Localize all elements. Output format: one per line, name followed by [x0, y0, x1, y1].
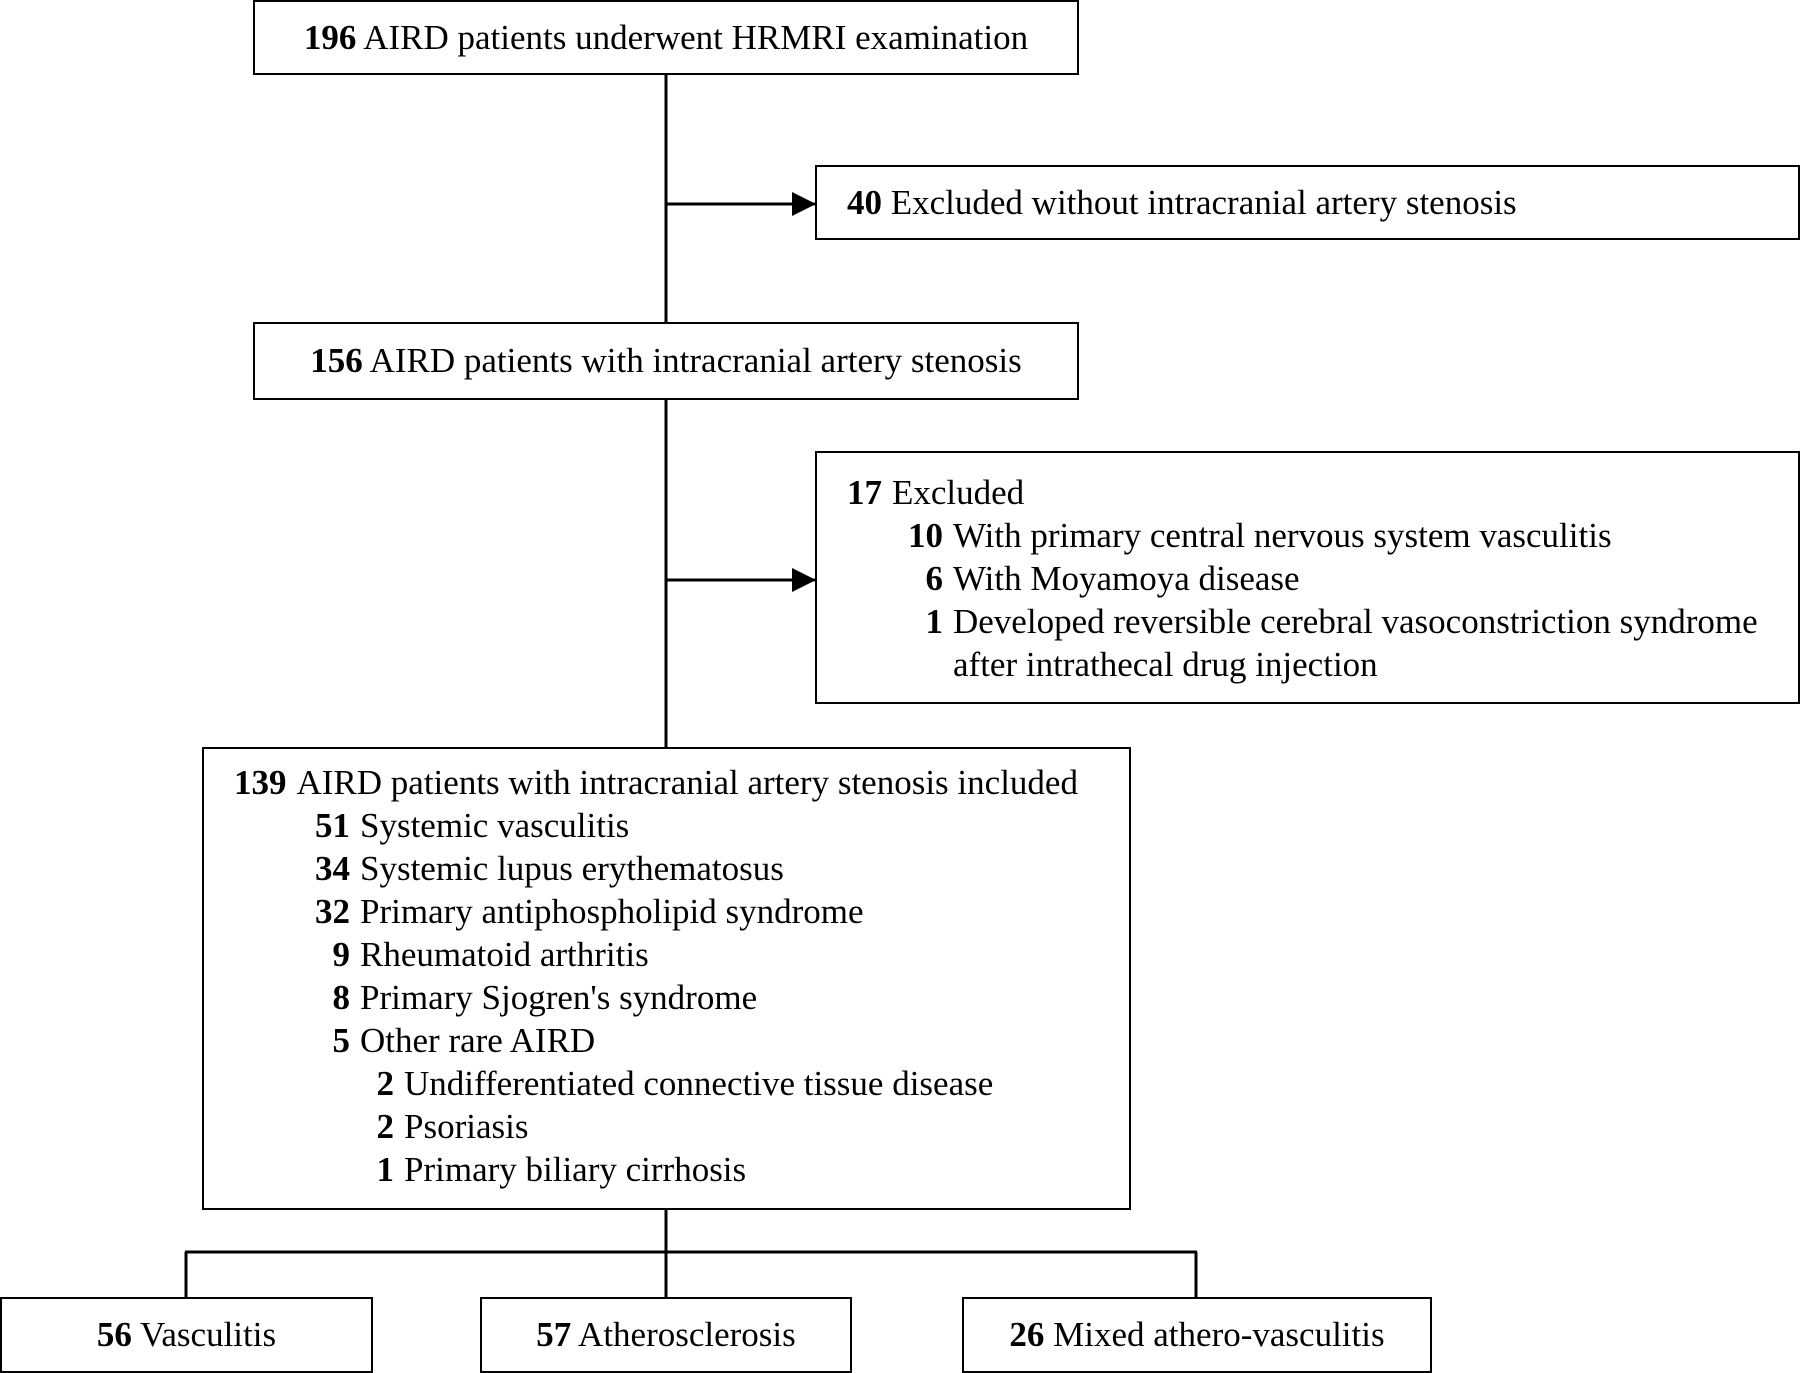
included-item-count: 5 [332, 1021, 351, 1060]
outcome-text: 26 Mixed athero-vasculitis [964, 1315, 1430, 1355]
excluded-other-item-continuation: after intrathecal drug injection [953, 645, 1378, 684]
outcome-count: 26 [1009, 1315, 1045, 1354]
included-subitem-label: Primary biliary cirrhosis [404, 1150, 747, 1189]
included-item: 5 Other rare AIRD [204, 1019, 1129, 1062]
outcome-label: Mixed athero-vasculitis [1053, 1315, 1385, 1354]
included-item-label: Primary Sjogren's syndrome [360, 978, 758, 1017]
included-subitem-count: 2 [376, 1107, 395, 1146]
excluded-other-label: Excluded [892, 473, 1025, 512]
included-subitem: 2 Psoriasis [204, 1105, 1129, 1148]
included-item: 32 Primary antiphospholipid syndrome [204, 890, 1129, 933]
excluded-other-count: 17 [847, 473, 882, 512]
outcome-count: 57 [536, 1315, 572, 1354]
excluded-other-item-count: 1 [925, 602, 944, 641]
included-item-label: Systemic vasculitis [360, 806, 630, 845]
outcome-box-atherosclerosis: 57 Atherosclerosis [480, 1297, 852, 1373]
excluded-no-stenosis-box: 40 Excluded without intracranial artery … [815, 165, 1800, 240]
included-subitem-label: Psoriasis [404, 1107, 529, 1146]
arrowhead-excluded-no-stenosis [792, 192, 816, 216]
included-item-count: 9 [332, 935, 351, 974]
included-item: 8 Primary Sjogren's syndrome [204, 976, 1129, 1019]
excluded-other-item-label: With Moyamoya disease [953, 559, 1300, 598]
included-label: AIRD patients with intracranial artery s… [296, 763, 1078, 802]
included-subitem: 1 Primary biliary cirrhosis [204, 1148, 1129, 1191]
included-item-count: 8 [332, 978, 351, 1017]
excluded-other-item: 1 Developed reversible cerebral vasocons… [817, 600, 1798, 643]
included-box: 139 AIRD patients with intracranial arte… [202, 747, 1131, 1210]
outcome-label: Vasculitis [140, 1315, 277, 1354]
stenosis-count: 156 [310, 341, 363, 380]
excluded-no-stenosis-text: 40 Excluded without intracranial artery … [847, 183, 1517, 223]
excluded-other-item-count: 10 [908, 516, 943, 555]
included-heading: 139 AIRD patients with intracranial arte… [204, 761, 1129, 804]
excluded-no-stenosis-count: 40 [847, 182, 882, 222]
included-subitem-label: Undifferentiated connective tissue disea… [404, 1064, 994, 1103]
excluded-other-item: 10 With primary central nervous system v… [817, 514, 1798, 557]
included-item-label: Other rare AIRD [360, 1021, 596, 1060]
screened-count: 196 [303, 17, 357, 57]
screened-box: 196 AIRD patients underwent HRMRI examin… [253, 0, 1079, 75]
included-item-count: 32 [315, 892, 350, 931]
outcome-box-vasculitis: 56 Vasculitis [0, 1297, 373, 1373]
excluded-other-item: 6 With Moyamoya disease [817, 557, 1798, 600]
included-list: 139 AIRD patients with intracranial arte… [204, 761, 1129, 1191]
outcome-count: 56 [96, 1315, 132, 1354]
included-item-count: 51 [315, 806, 350, 845]
included-item-label: Systemic lupus erythematosus [360, 849, 784, 888]
included-subitem-count: 2 [376, 1064, 395, 1103]
excluded-other-item-label: With primary central nervous system vasc… [953, 516, 1612, 555]
screened-label: AIRD patients underwent HRMRI examinatio… [363, 17, 1029, 57]
screened-text: 196 AIRD patients underwent HRMRI examin… [255, 18, 1077, 58]
excluded-no-stenosis-label: Excluded without intracranial artery ste… [890, 182, 1517, 222]
stenosis-text: 156 AIRD patients with intracranial arte… [255, 341, 1077, 381]
included-subitem: 2 Undifferentiated connective tissue dis… [204, 1062, 1129, 1105]
included-item-label: Primary antiphospholipid syndrome [360, 892, 864, 931]
excluded-other-item-count: 6 [925, 559, 944, 598]
outcome-text: 56 Vasculitis [2, 1315, 371, 1355]
stenosis-box-frame: 156 AIRD patients with intracranial arte… [253, 322, 1079, 400]
outcome-box-mixed: 26 Mixed athero-vasculitis [962, 1297, 1432, 1373]
excluded-other-box: 17 Excluded 10 With primary central nerv… [815, 451, 1800, 704]
outcome-label: Atherosclerosis [578, 1315, 796, 1354]
included-item: 51 Systemic vasculitis [204, 804, 1129, 847]
included-item: 34 Systemic lupus erythematosus [204, 847, 1129, 890]
arrowhead-excluded-other [792, 568, 816, 592]
included-item-count: 34 [315, 849, 350, 888]
included-subitem-count: 1 [376, 1150, 395, 1189]
included-item: 9 Rheumatoid arthritis [204, 933, 1129, 976]
outcome-text: 57 Atherosclerosis [482, 1315, 850, 1355]
included-item-label: Rheumatoid arthritis [360, 935, 649, 974]
excluded-other-list: 17 Excluded 10 With primary central nerv… [817, 471, 1798, 686]
included-count: 139 [234, 763, 287, 802]
excluded-other-heading: 17 Excluded [817, 471, 1798, 514]
excluded-other-item-label: Developed reversible cerebral vasoconstr… [953, 602, 1758, 641]
stenosis-label: AIRD patients with intracranial artery s… [369, 341, 1022, 380]
